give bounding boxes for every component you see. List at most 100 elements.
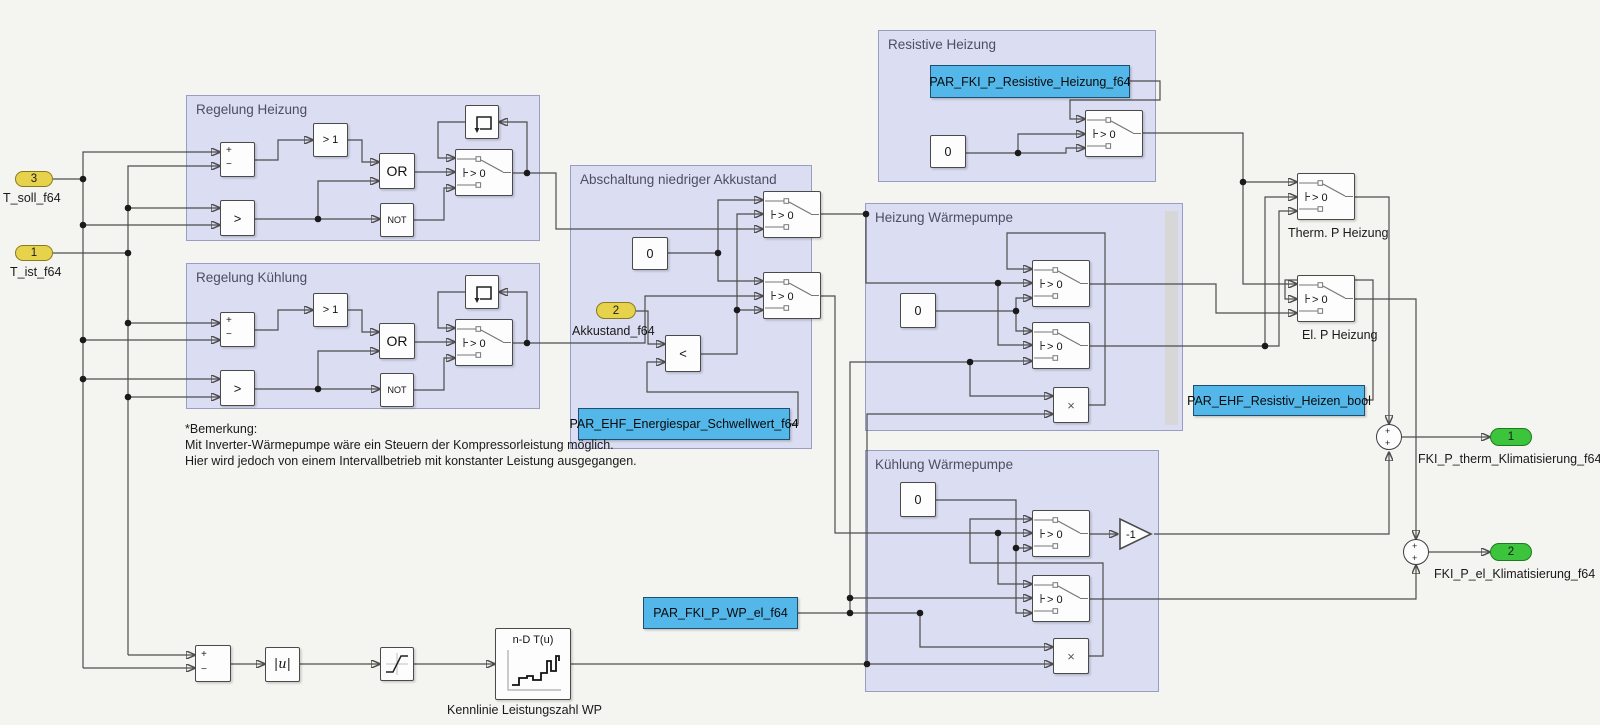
area-title: Regelung Kühlung [196,270,308,285]
lookup-icon: n-D T(u) [507,634,561,691]
svg-text:> 0: > 0 [778,210,794,222]
outport-el[interactable]: 2 [1490,543,1532,561]
outport-therm-label: FKI_P_therm_Klimatisierung_f64 [1418,452,1600,466]
minus-sign: − [226,329,232,340]
outport-therm[interactable]: 1 [1490,428,1532,446]
add-block-el[interactable]: + + [1403,539,1429,565]
plus-sign: + [226,145,232,156]
add-block-therm[interactable]: + + [1376,424,1402,450]
therm-p-heizung-label: Therm. P Heizung [1288,226,1389,240]
svg-text:> 0: > 0 [1312,294,1328,306]
svg-text:> 0: > 0 [1100,129,1116,141]
switch-block-resistive[interactable]: > 0 [1085,110,1143,157]
switch-icon: > 0 [1299,180,1353,212]
saturation-icon [386,653,408,675]
port-number: 3 [30,173,38,185]
plus-sign: + [226,315,232,326]
sum-block-bottom[interactable]: + − [195,645,231,682]
relational-gt-kuehlung[interactable]: > [220,370,255,406]
area-resize-strip[interactable] [1165,211,1178,425]
lookup-caption: Kennlinie Leistungszahl WP [447,703,602,717]
memory-icon [474,116,492,133]
switch-block-heizung-wp-2[interactable]: > 0 [1032,322,1090,369]
plus-sign: + [1412,553,1418,563]
switch-block-kuehlung-wp-2[interactable]: > 0 [1032,575,1090,622]
or-block-heizung[interactable]: OR [379,153,415,189]
param-resistiv-heizen-bool[interactable]: PAR_EHF_Resistiv_Heizen_bool [1187,385,1371,416]
svg-text:> 0: > 0 [1047,594,1063,606]
switch-icon: > 0 [1034,582,1088,614]
gain-icon: -1 [1119,517,1153,551]
not-block-heizung[interactable]: NOT [380,203,414,237]
inport-t-ist-label: T_ist_f64 [10,265,62,279]
area-title: Resistive Heizung [888,37,997,52]
switch-block-heizung[interactable]: > 0 [455,149,513,196]
param-resistive-heizung[interactable]: PAR_FKI_P_Resistive_Heizung_f64 [929,65,1131,98]
note-line: *Bemerkung: [185,422,258,436]
relational-gt-heizung[interactable]: > [220,200,255,236]
port-number: 2 [612,304,620,317]
memory-icon [474,286,492,303]
area-title: Heizung Wärmepumpe [875,210,1014,225]
annotation-note: *Bemerkung: Mit Inverter-Wärmepumpe wäre… [185,421,637,469]
constant-zero-resistive[interactable]: 0 [930,135,966,168]
switch-icon: > 0 [1034,329,1088,361]
switch-icon: > 0 [1034,517,1088,549]
minus-sign: − [226,159,232,170]
area-title: Regelung Heizung [196,102,308,117]
svg-text:> 0: > 0 [1047,279,1063,291]
svg-text:n-D T(u): n-D T(u) [513,634,554,646]
param-energiespar-schwellwert[interactable]: PAR_EHF_Energiespar_Schwellwert_f64 [569,408,799,440]
sum-block-heizung[interactable]: + − [220,142,255,177]
switch-block-abschaltung-kuehlen[interactable]: > 0 [763,272,821,319]
saturation-block[interactable] [380,647,414,681]
constant-zero-abschaltung[interactable]: 0 [632,237,668,270]
svg-text:> 0: > 0 [1047,341,1063,353]
plus-sign: + [1385,426,1391,436]
switch-block-abschaltung-heizen[interactable]: > 0 [763,191,821,238]
inport-akkustand-label: Akkustand_f64 [572,324,655,338]
relational-gt1-heizung[interactable]: > 1 [313,123,348,157]
svg-text:> 0: > 0 [1312,192,1328,204]
svg-text:> 0: > 0 [470,168,486,180]
relational-gt1-kuehlung[interactable]: > 1 [313,293,348,327]
memory-block-heizung[interactable] [465,105,499,139]
svg-text:> 0: > 0 [778,291,794,303]
switch-icon: > 0 [1034,267,1088,299]
port-number: 1 [30,247,38,259]
switch-icon: > 0 [765,198,819,230]
inport-t-ist[interactable]: 1 [15,245,53,261]
inport-t-soll[interactable]: 3 [15,171,53,187]
svg-text:-1: -1 [1126,529,1136,541]
inport-akkustand[interactable]: 2 [596,302,636,319]
plus-sign: + [1412,541,1418,551]
switch-icon: > 0 [1087,117,1141,149]
minus-sign: − [201,664,207,675]
switch-block-kuehlung-wp-1[interactable]: > 0 [1032,510,1090,557]
abs-block[interactable]: |u| [265,647,300,682]
outport-el-label: FKI_P_el_Klimatisierung_f64 [1434,567,1596,581]
switch-block-kuehlung[interactable]: > 0 [455,319,513,366]
gain-block-minus1[interactable]: -1 [1118,516,1154,552]
note-line: Hier wird jedoch von einem Intervallbetr… [185,454,637,468]
switch-block-heizung-wp-1[interactable]: > 0 [1032,260,1090,307]
relational-lt-akkustand[interactable]: < [665,335,701,372]
port-number: 1 [1507,431,1515,443]
plus-sign: + [201,649,207,660]
el-p-heizung-label: El. P Heizung [1302,328,1378,342]
svg-text:> 0: > 0 [470,338,486,350]
not-block-kuehlung[interactable]: NOT [380,373,414,407]
switch-block-therm-p-heizung[interactable]: > 0 [1297,173,1355,220]
constant-zero-heizung-wp[interactable]: 0 [900,293,936,328]
switch-block-el-p-heizung[interactable]: > 0 [1297,275,1355,322]
memory-block-kuehlung[interactable] [465,275,499,309]
sum-block-kuehlung[interactable]: + − [220,312,255,347]
product-block-kuehlung-wp[interactable]: × [1053,638,1089,674]
lookup-table-block[interactable]: n-D T(u) [495,628,571,700]
product-block-heizung-wp[interactable]: × [1053,387,1089,423]
constant-zero-kuehlung-wp[interactable]: 0 [900,482,936,517]
param-wp-el[interactable]: PAR_FKI_P_WP_el_f64 [643,597,798,629]
or-block-kuehlung[interactable]: OR [379,323,415,359]
